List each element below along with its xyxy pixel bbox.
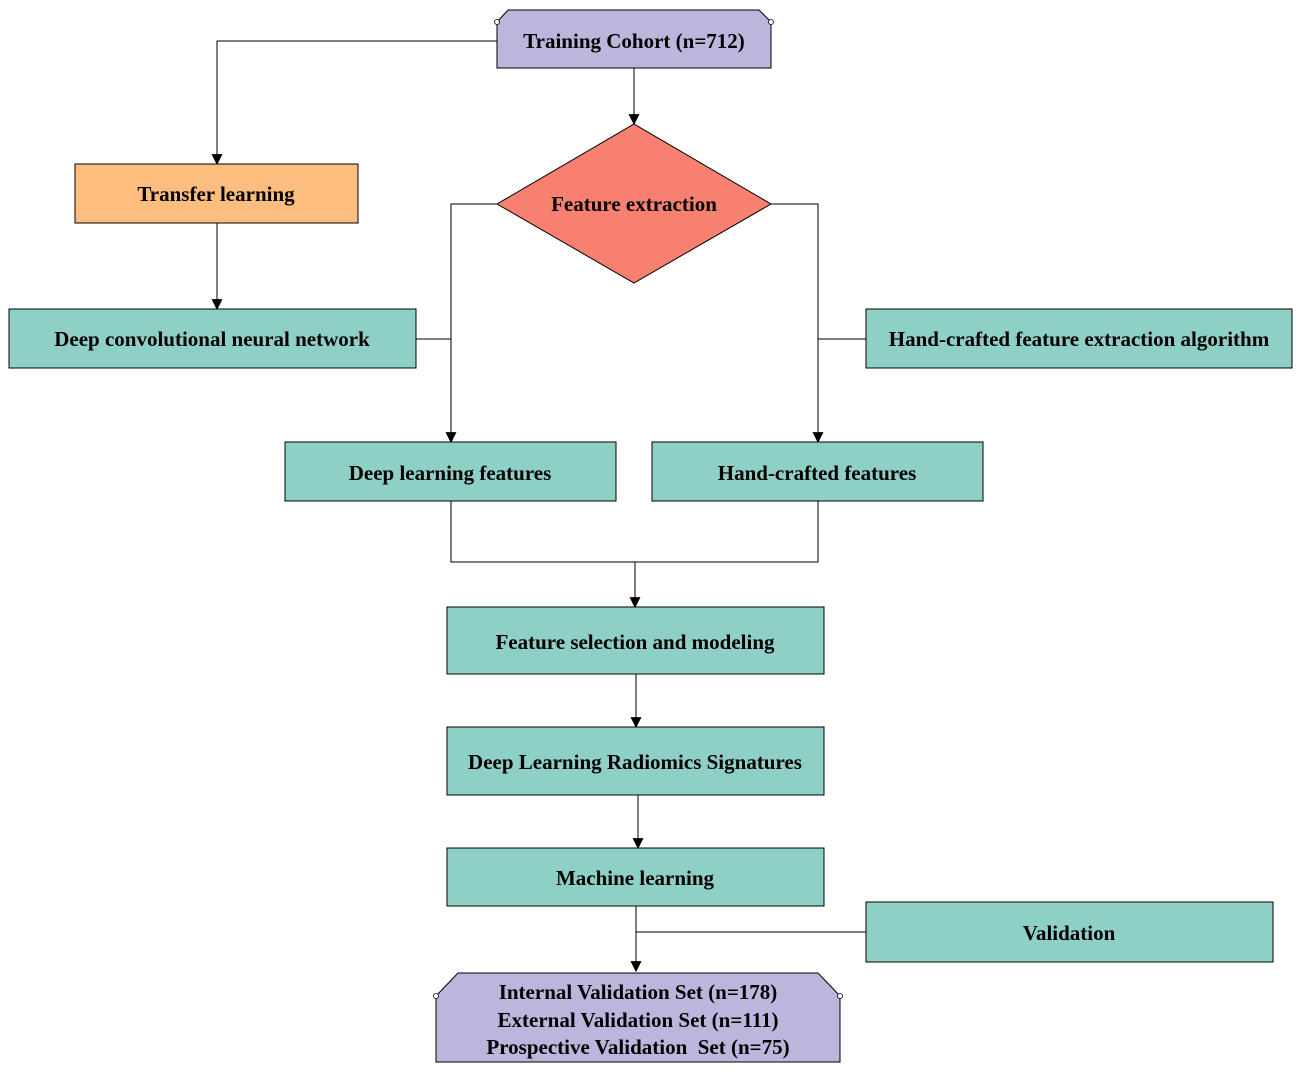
- node-deep-learning-features: Deep learning features: [284, 441, 617, 502]
- transfer-learning-box: [74, 163, 359, 224]
- deep-learning-features-label: Deep learning features: [349, 461, 552, 485]
- dlr-signatures-label: Deep Learning Radiomics Signatures: [468, 750, 802, 774]
- node-transfer-learning: Transfer learning: [74, 163, 359, 224]
- validation-box: [865, 901, 1274, 963]
- handcrafted-features-box: [651, 441, 984, 502]
- deep-learning-features-box: [284, 441, 617, 502]
- machine-learning-label: Machine learning: [556, 866, 715, 890]
- dlr-signatures-box: [446, 726, 825, 796]
- corner-handle-left: [433, 993, 439, 999]
- connector-features-merge: [450, 501, 819, 563]
- connector-extraction-to-hc-features: [771, 203, 824, 444]
- node-handcrafted-algorithm: Hand-crafted feature extraction algorith…: [865, 308, 1293, 369]
- feature-selection-label: Feature selection and modeling: [495, 630, 775, 654]
- corner-handle-right: [837, 993, 843, 999]
- feature-selection-box: [446, 606, 825, 675]
- handcrafted-features-label: Hand-crafted features: [718, 461, 917, 485]
- transfer-learning-label: Transfer learning: [137, 182, 295, 206]
- node-machine-learning: Machine learning: [446, 847, 825, 907]
- node-handcrafted-features: Hand-crafted features: [651, 441, 984, 502]
- corner-handle-left: [494, 19, 500, 25]
- deep-cnn-box: [8, 308, 417, 369]
- node-validation-sets: Internal Validation Set (n=178) External…: [433, 972, 843, 1063]
- connectors: [211, 40, 866, 973]
- feature-extraction-label: Feature extraction: [551, 192, 717, 216]
- validation-label: Validation: [1023, 921, 1116, 945]
- node-deep-cnn: Deep convolutional neural network: [8, 308, 417, 369]
- connector-extraction-to-dl-features: [445, 203, 497, 444]
- node-feature-selection: Feature selection and modeling: [446, 606, 825, 675]
- machine-learning-box: [446, 847, 825, 907]
- handcrafted-algorithm-label: Hand-crafted feature extraction algorith…: [889, 327, 1270, 351]
- connector-cohort-to-transfer: [211, 40, 497, 166]
- corner-handle-right: [768, 19, 774, 25]
- external-validation-label: External Validation Set (n=111): [498, 1008, 779, 1032]
- node-feature-extraction: Feature extraction: [496, 123, 772, 284]
- node-validation: Validation: [865, 901, 1274, 963]
- deep-cnn-label: Deep convolutional neural network: [54, 327, 370, 351]
- training-cohort-label: Training Cohort (n=712): [523, 29, 745, 53]
- prospective-validation-label: Prospective Validation Set (n=75): [486, 1035, 789, 1059]
- handcrafted-algorithm-box: [865, 308, 1293, 369]
- node-training-cohort: Training Cohort (n=712): [494, 9, 774, 69]
- internal-validation-label: Internal Validation Set (n=178): [499, 980, 778, 1004]
- feature-extraction-diamond: [496, 123, 772, 284]
- node-dlr-signatures: Deep Learning Radiomics Signatures: [446, 726, 825, 796]
